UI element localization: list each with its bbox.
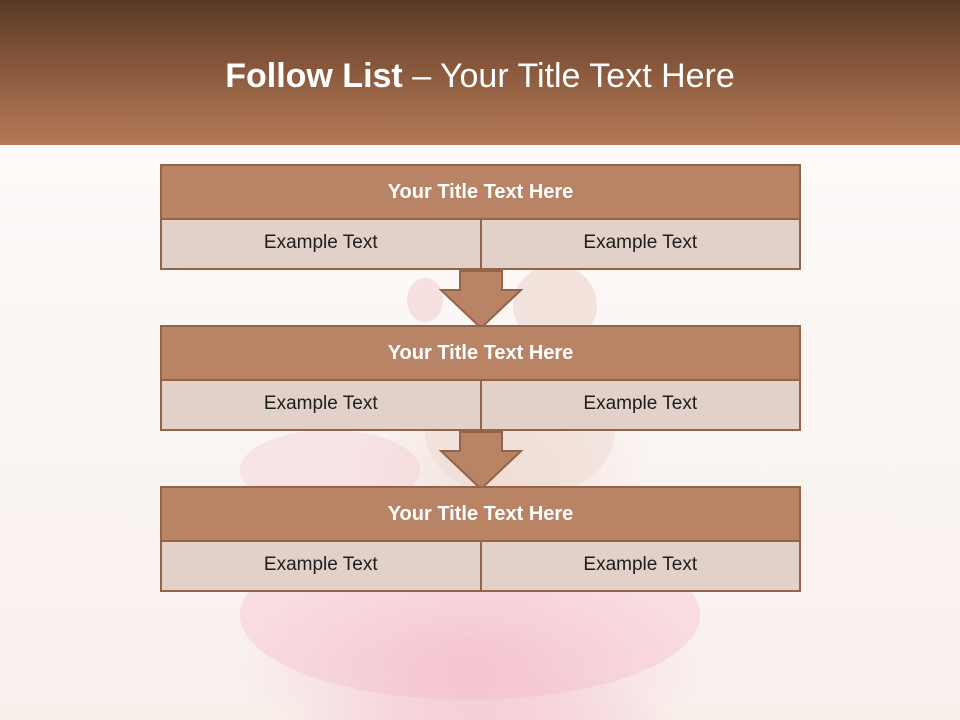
step-title: Your Title Text Here (160, 164, 801, 220)
step-row: Example Text Example Text (160, 381, 801, 431)
step-title: Your Title Text Here (160, 486, 801, 542)
step-cell-right: Example Text (481, 381, 801, 431)
step-box-2: Your Title Text Here Example Text Exampl… (160, 325, 801, 431)
header-bar: Follow List – Your Title Text Here (0, 0, 960, 145)
title-rest-part: – Your Title Text Here (402, 57, 735, 95)
step-row: Example Text Example Text (160, 220, 801, 270)
step-cell-right: Example Text (481, 542, 801, 592)
step-row: Example Text Example Text (160, 542, 801, 592)
down-arrow-icon (438, 431, 524, 491)
step-cell-left: Example Text (160, 220, 482, 270)
step-box-3: Your Title Text Here Example Text Exampl… (160, 486, 801, 592)
down-arrow-icon (438, 270, 524, 330)
step-cell-left: Example Text (160, 542, 482, 592)
slide-title: Follow List – Your Title Text Here (0, 52, 960, 100)
step-title: Your Title Text Here (160, 325, 801, 381)
title-bold-part: Follow List (225, 57, 403, 95)
step-cell-left: Example Text (160, 381, 482, 431)
step-box-1: Your Title Text Here Example Text Exampl… (160, 164, 801, 270)
step-cell-right: Example Text (481, 220, 801, 270)
